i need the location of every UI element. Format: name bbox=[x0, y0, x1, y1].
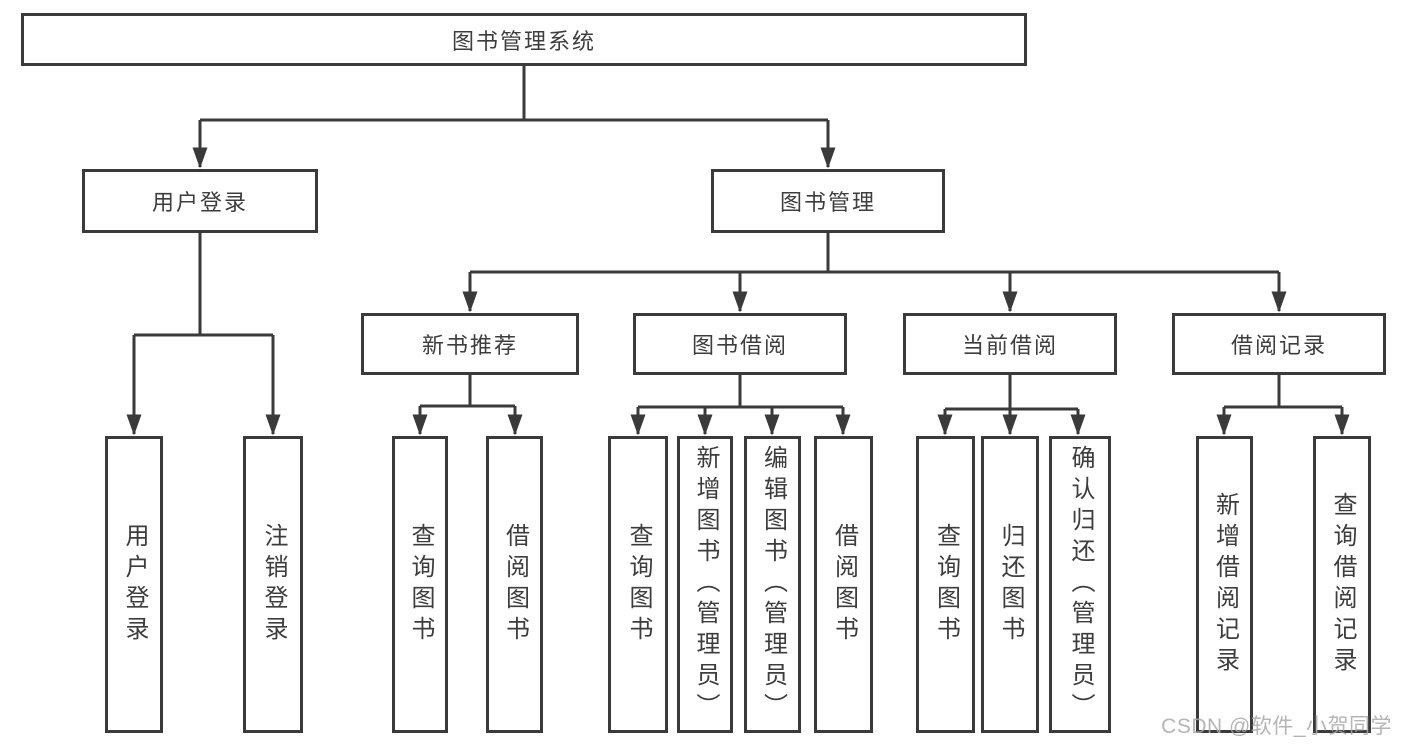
node-label: 查询图书 bbox=[407, 522, 434, 647]
node-query-books-borrowing: 查询图书 bbox=[608, 436, 668, 733]
node-logout: 注销登录 bbox=[243, 436, 303, 733]
node-label: 查询图书 bbox=[932, 522, 960, 647]
node-borrowing-records: 借阅记录 bbox=[1172, 313, 1386, 375]
node-label: 新增图书（管理员） bbox=[692, 445, 719, 724]
node-return-books: 归还图书 bbox=[981, 436, 1039, 733]
node-label: 新增借阅记录 bbox=[1211, 491, 1239, 678]
node-borrow-books-recommend: 借阅图书 bbox=[486, 436, 543, 733]
node-query-books-recommend: 查询图书 bbox=[392, 436, 448, 733]
node-label: 图书管理 bbox=[779, 190, 876, 215]
node-label: 图书借阅 bbox=[691, 333, 788, 358]
node-label: 编辑图书（管理员） bbox=[759, 445, 787, 724]
node-label: 确认归还（管理员） bbox=[1067, 445, 1094, 724]
node-label: 注销登录 bbox=[260, 522, 287, 647]
node-label: 借阅图书 bbox=[830, 522, 858, 647]
node-edit-book-admin: 编辑图书（管理员） bbox=[744, 436, 801, 733]
node-query-borrow-record: 查询借阅记录 bbox=[1313, 436, 1371, 733]
node-label: 新书推荐 bbox=[421, 333, 518, 358]
node-add-book-admin: 新增图书（管理员） bbox=[677, 436, 733, 733]
node-new-book-recommendation: 新书推荐 bbox=[361, 313, 579, 375]
node-label: 借阅记录 bbox=[1230, 333, 1327, 358]
node-current-borrowing: 当前借阅 bbox=[903, 313, 1117, 375]
node-query-books-current: 查询图书 bbox=[916, 436, 975, 733]
node-label: 借阅图书 bbox=[501, 522, 529, 647]
node-label: 图书管理系统 bbox=[451, 28, 596, 54]
node-label: 归还图书 bbox=[997, 522, 1024, 647]
node-label: 当前借阅 bbox=[961, 333, 1058, 358]
node-confirm-return-admin: 确认归还（管理员） bbox=[1049, 436, 1111, 733]
node-book-management: 图书管理 bbox=[711, 169, 945, 233]
node-book-borrowing: 图书借阅 bbox=[633, 313, 847, 375]
node-user-login-leaf: 用户登录 bbox=[105, 436, 163, 733]
node-user-login: 用户登录 bbox=[82, 169, 318, 233]
node-library-management-system: 图书管理系统 bbox=[21, 13, 1027, 66]
node-label: 用户登录 bbox=[121, 522, 148, 647]
node-label: 用户登录 bbox=[151, 190, 248, 215]
node-borrow-books-leaf: 借阅图书 bbox=[814, 436, 873, 733]
csdn-watermark: CSDN @软件_小贺同学 bbox=[1161, 715, 1392, 738]
node-label: 查询图书 bbox=[625, 522, 652, 647]
node-label: 查询借阅记录 bbox=[1329, 491, 1356, 678]
node-add-borrow-record: 新增借阅记录 bbox=[1196, 436, 1253, 733]
